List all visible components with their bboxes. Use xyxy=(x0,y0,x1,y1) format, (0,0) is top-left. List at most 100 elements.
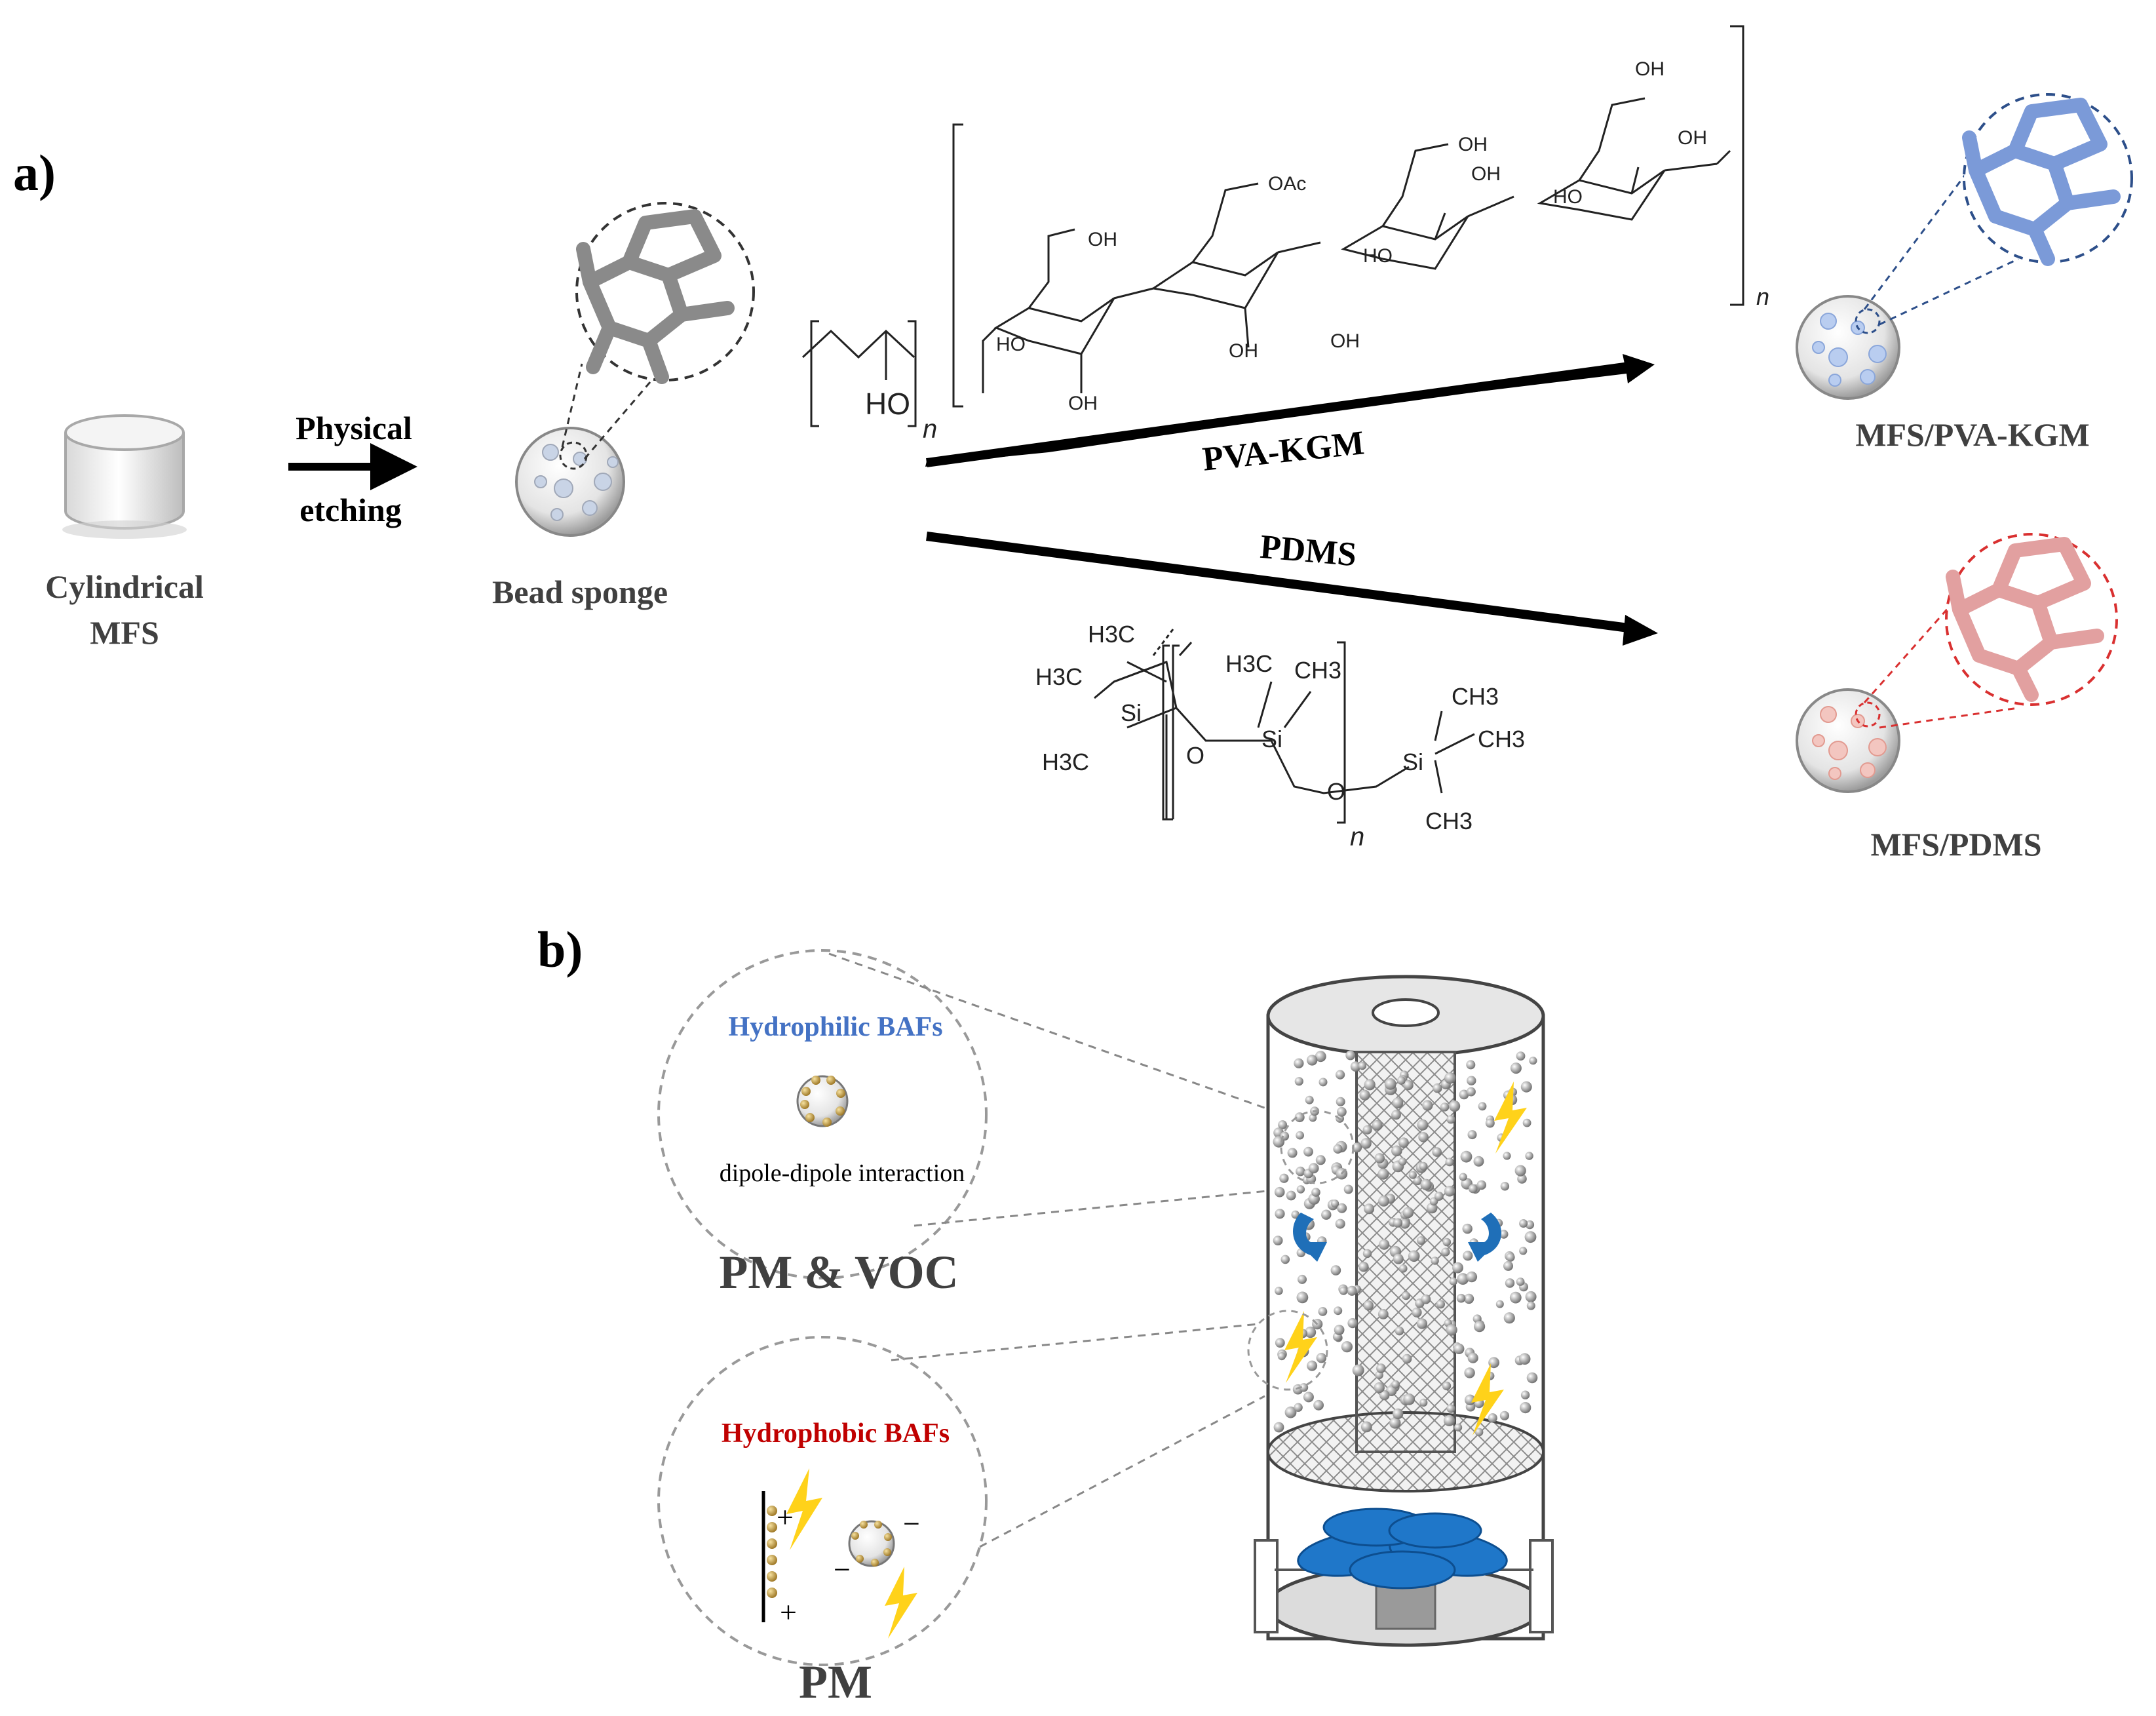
lightning-icon xyxy=(1494,1082,1527,1154)
particle-dot xyxy=(1509,1291,1522,1304)
particle-dot xyxy=(1372,1120,1383,1131)
kgm-repeat: n xyxy=(1756,283,1769,310)
particle-dot xyxy=(1418,1132,1429,1142)
particle-dot xyxy=(1316,1353,1327,1363)
particle-dot xyxy=(1286,1190,1296,1201)
particle-dot xyxy=(1399,1264,1408,1273)
particle-dot xyxy=(1393,1218,1403,1228)
particle-dot xyxy=(1419,1161,1428,1171)
particle-dot xyxy=(1467,1130,1477,1140)
particle-dot xyxy=(1341,1341,1353,1353)
svg-text:CH3: CH3 xyxy=(1294,657,1341,684)
particle-dot xyxy=(1364,1203,1375,1215)
particle-dot xyxy=(1391,1110,1401,1120)
particle-dot xyxy=(1505,1278,1515,1288)
upper-caption: PM & VOC xyxy=(719,1246,958,1298)
particle-dot xyxy=(1313,1399,1324,1411)
particle-dot xyxy=(1275,1209,1285,1219)
particle-dot xyxy=(1334,1306,1343,1316)
particle-dot xyxy=(1525,1220,1535,1230)
particle-dot xyxy=(1396,1076,1406,1085)
particle-dot xyxy=(1403,1393,1415,1405)
svg-text:OH: OH xyxy=(1471,163,1501,185)
hydrophilic-detail-circle xyxy=(657,949,1315,1279)
pdms-repeat: n xyxy=(1350,823,1364,851)
particle-dot xyxy=(1466,1087,1476,1097)
particle-dot xyxy=(1358,1061,1367,1070)
particle-dot xyxy=(1294,1058,1304,1068)
particle-dot xyxy=(1485,1118,1495,1128)
particle-dot xyxy=(1456,1293,1466,1303)
particle-dot xyxy=(1421,1294,1431,1304)
particle-dot xyxy=(1343,1184,1353,1194)
product-lower-label: MFS/PDMS xyxy=(1870,826,2041,863)
hydrophobic-title: Hydrophobic BAFs xyxy=(722,1418,950,1449)
arrow-upper-label: PVA-KGM xyxy=(1201,424,1366,478)
lightning-icon xyxy=(885,1567,917,1639)
particle-dot xyxy=(1499,1230,1509,1239)
particle-dot xyxy=(1519,1247,1528,1255)
particle-dot xyxy=(1503,1312,1515,1324)
bead-sponge-label: Bead sponge xyxy=(492,574,668,610)
particle-dot xyxy=(1446,1324,1457,1336)
product-pva-kgm-icon xyxy=(1796,93,2133,400)
mesh-core xyxy=(1355,1051,1456,1453)
svg-text:OH: OH xyxy=(1088,229,1117,250)
particle-dot xyxy=(1318,1307,1328,1316)
particle-dot xyxy=(1519,1219,1528,1228)
particle-dot xyxy=(1449,1100,1461,1112)
particle-dot xyxy=(1510,1063,1522,1074)
particle-dot xyxy=(1446,1115,1455,1124)
particle-dot xyxy=(1296,1166,1305,1177)
particle-dot xyxy=(1408,1171,1417,1179)
svg-text:Si: Si xyxy=(1261,726,1282,752)
particle-dot xyxy=(1389,1417,1401,1429)
particle-dot xyxy=(1434,1192,1444,1201)
particle-dot xyxy=(1379,1390,1390,1401)
charge-plus-top: + xyxy=(777,1500,794,1534)
particle-dot xyxy=(1273,1422,1284,1433)
particle-dot xyxy=(1444,1072,1456,1084)
particle-dot xyxy=(1360,1138,1372,1149)
particle-dot xyxy=(1467,1076,1476,1085)
particle-dot xyxy=(1463,1293,1474,1304)
particle-dot xyxy=(1345,1050,1356,1061)
svg-text:OH: OH xyxy=(1458,134,1488,155)
particle-dot xyxy=(1335,1219,1345,1229)
particle-dot xyxy=(1459,1089,1469,1100)
particle-dot xyxy=(1474,1321,1486,1333)
particle-dot xyxy=(1298,1274,1307,1284)
particle-dot xyxy=(1321,1209,1332,1220)
particle-dot xyxy=(1279,1173,1289,1183)
particle-dot xyxy=(1403,1080,1414,1091)
particle-dot xyxy=(1467,1352,1478,1363)
lightning-icon xyxy=(1284,1311,1317,1383)
particle-dot xyxy=(1440,1102,1450,1112)
particle-dot xyxy=(1488,1357,1500,1369)
particle-dot xyxy=(1444,1186,1455,1197)
particle-dot xyxy=(1466,1271,1478,1283)
pva-structure: HO n xyxy=(801,320,937,444)
particle-dot xyxy=(1393,1253,1404,1264)
particle-dot xyxy=(1422,1100,1433,1111)
hydrophobic-detail-circle xyxy=(657,1323,1265,1666)
particle-dot xyxy=(1333,1144,1343,1154)
panel-b-label: b) xyxy=(537,921,583,978)
particle-dot xyxy=(1275,1287,1283,1295)
particle-dot xyxy=(1473,1156,1484,1167)
particle-dot xyxy=(1529,1057,1537,1065)
particle-dot xyxy=(1378,1196,1389,1207)
particle-dot xyxy=(1476,1180,1486,1190)
particle-dot xyxy=(1374,1382,1385,1394)
svg-text:Si: Si xyxy=(1121,699,1142,726)
particle-dot xyxy=(1452,1262,1463,1274)
particle-dot xyxy=(1417,1119,1429,1131)
particle-dot xyxy=(1330,1265,1341,1276)
svg-text:H3C: H3C xyxy=(1035,663,1083,690)
particle-dot xyxy=(1522,1118,1531,1127)
product-upper-label: MFS/PVA-KGM xyxy=(1855,416,2089,453)
svg-text:CH3: CH3 xyxy=(1425,808,1473,834)
particle-dot xyxy=(1398,1137,1409,1148)
particle-dot xyxy=(1358,1262,1369,1272)
particle-dot xyxy=(1464,1367,1475,1378)
